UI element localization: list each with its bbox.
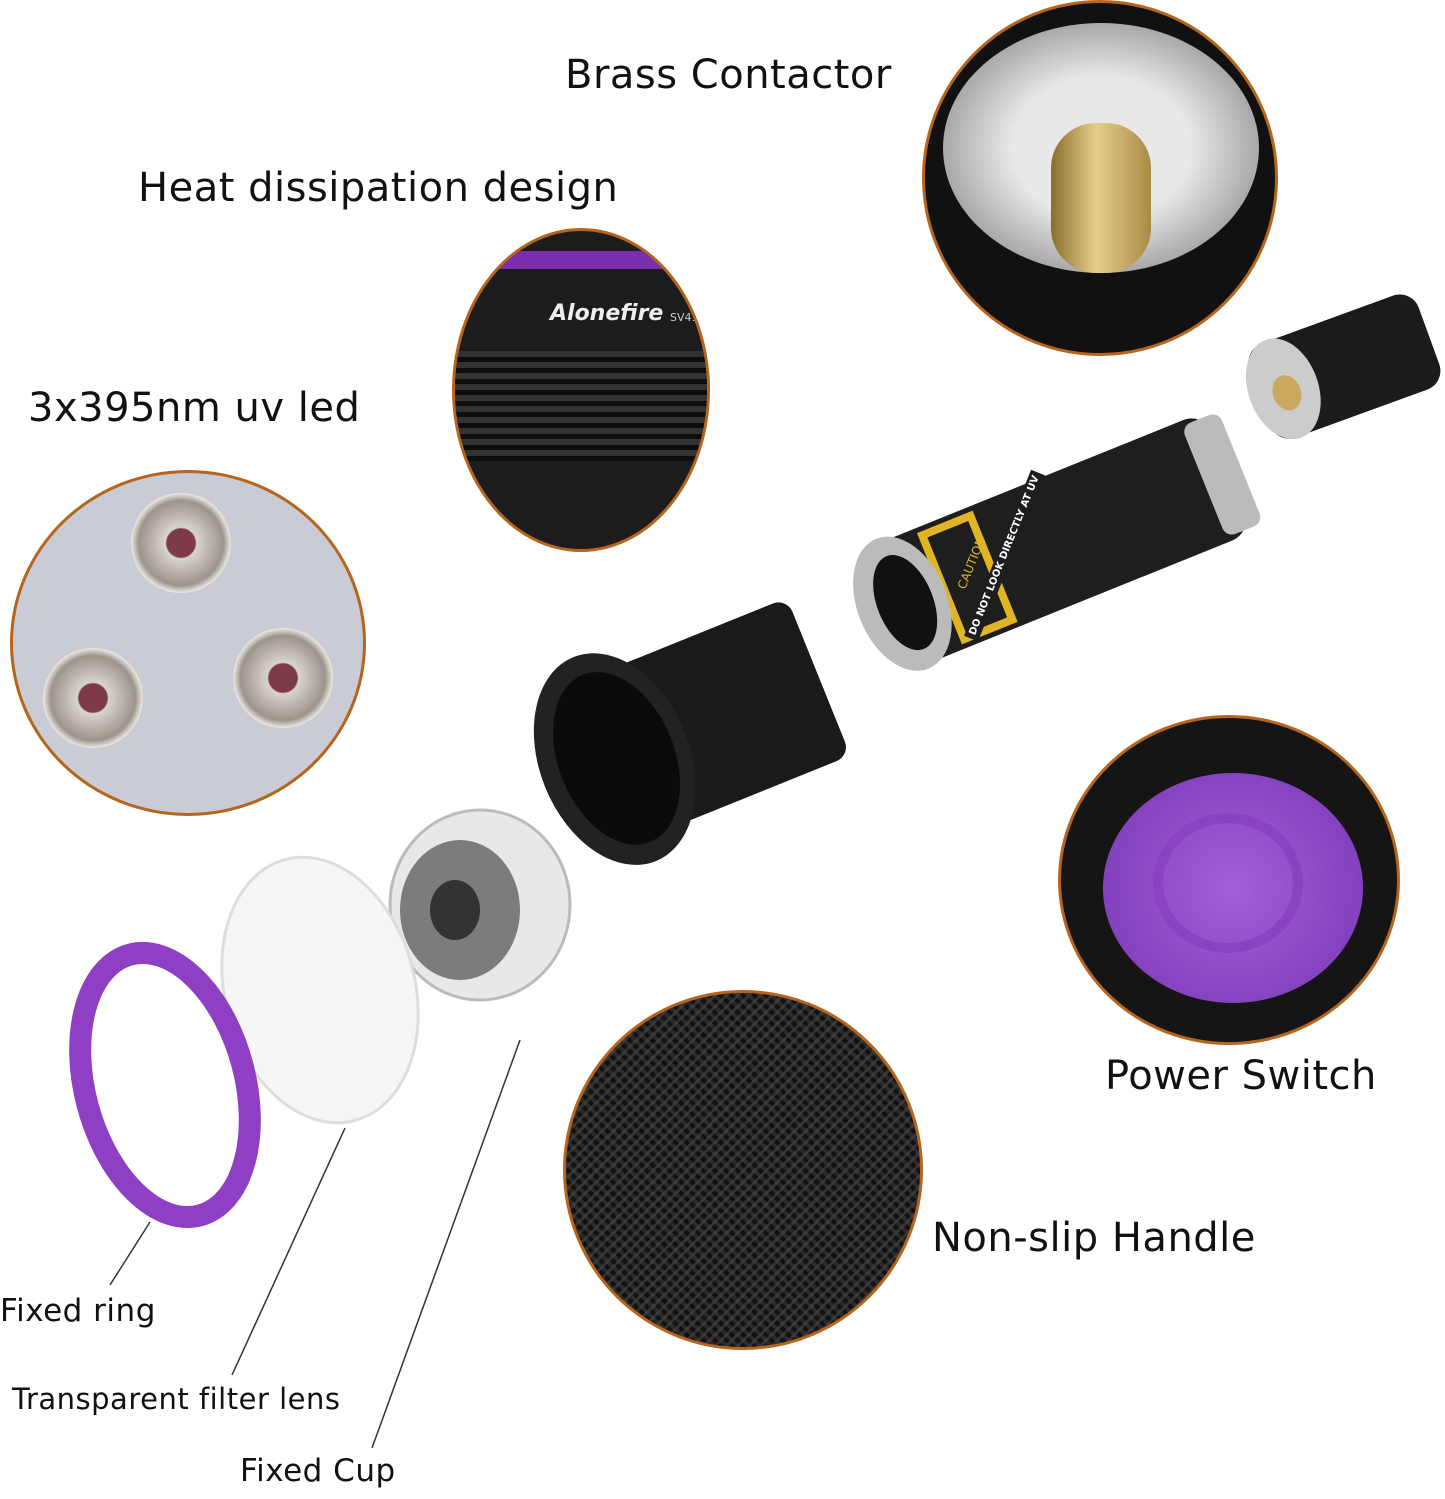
reflector-cup <box>388 808 572 1002</box>
knurling-texture <box>566 993 920 1347</box>
brand-logo: Alonefire <box>550 301 664 326</box>
label-fixed-cup: Fixed Cup <box>240 1453 396 1489</box>
label-filter-lens: Transparent filter lens <box>12 1382 341 1416</box>
label-brass-contactor: Brass Contactor <box>565 52 892 98</box>
brass-contactor-detail <box>922 0 1278 356</box>
leader-line-filter-lens <box>231 1127 346 1376</box>
uv-led-1 <box>131 493 231 593</box>
tail-cap <box>1245 294 1441 440</box>
model-label: SV41 <box>670 311 699 324</box>
brass-contact <box>1051 123 1151 273</box>
leader-line-fixed-ring <box>109 1221 151 1286</box>
purple-bezel <box>455 251 707 269</box>
cooling-fins <box>455 351 707 461</box>
label-power-switch: Power Switch <box>1105 1053 1377 1099</box>
uv-led-3 <box>233 628 333 728</box>
power-switch-detail <box>1058 715 1400 1045</box>
label-uv-led: 3x395nm uv led <box>28 385 361 431</box>
non-slip-handle-detail <box>563 990 923 1350</box>
caution-text: DO NOT LOOK DIRECTLY AT UV <box>964 469 1046 642</box>
caution-label: CAUTION <box>955 535 988 591</box>
uv-led-detail <box>10 470 366 816</box>
filter-lens <box>220 855 420 1125</box>
uv-led-2 <box>43 648 143 748</box>
fixed-ring-purple <box>69 941 261 1229</box>
heat-dissipation-detail: Alonefire SV41 <box>452 228 710 552</box>
label-heat-dissipation: Heat dissipation design <box>138 165 619 211</box>
head-body <box>533 602 846 865</box>
power-icon <box>1153 813 1303 953</box>
label-non-slip-handle: Non-slip Handle <box>932 1215 1256 1261</box>
leader-line-fixed-cup <box>371 1039 521 1449</box>
label-fixed-ring: Fixed ring <box>0 1293 156 1329</box>
handle-body <box>853 414 1261 671</box>
